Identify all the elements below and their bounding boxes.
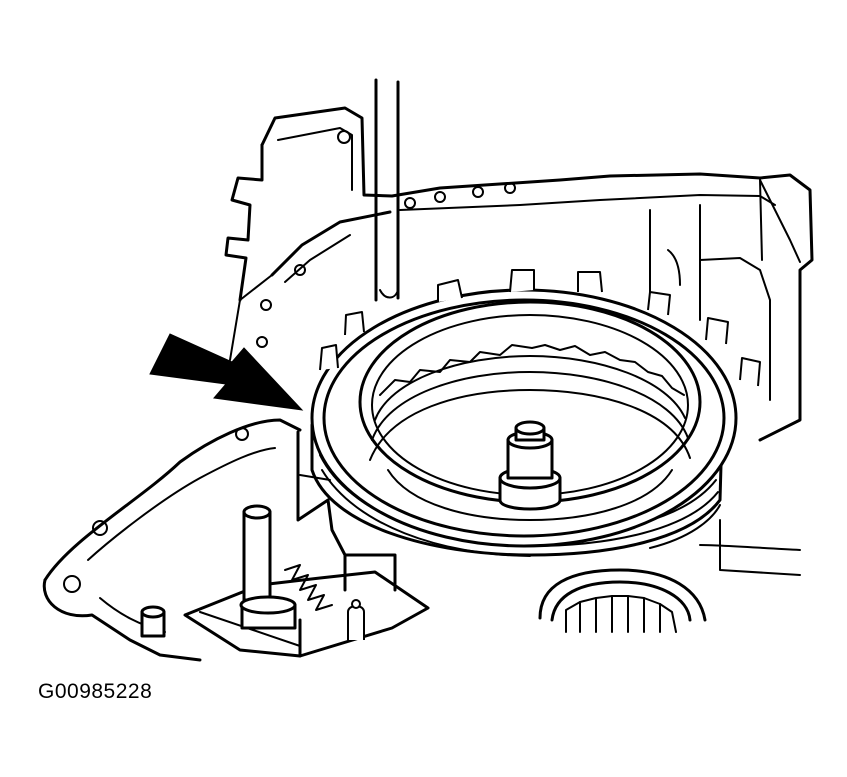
transmission-case [224, 106, 814, 442]
clutch-drum [310, 288, 738, 557]
input-shaft [498, 420, 562, 511]
figure-id-label: G00985228 [38, 680, 153, 703]
drum-tabs [319, 269, 761, 387]
output-spline-gear [538, 519, 801, 633]
valve-body-bracket [140, 504, 430, 658]
arrow-pointer-icon [149, 333, 304, 411]
lower-housing [296, 430, 397, 592]
case-gasket-surface [42, 418, 302, 662]
holding-tool-rods [374, 78, 400, 302]
